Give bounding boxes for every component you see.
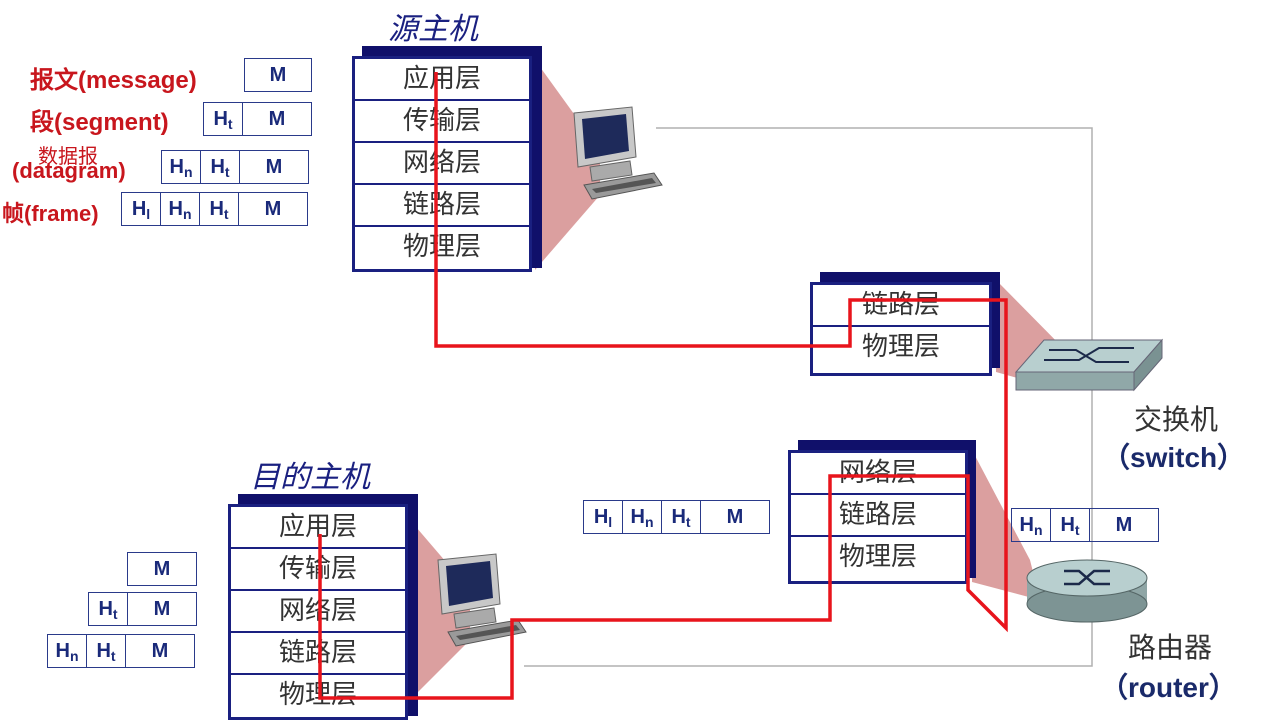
payload-m: M bbox=[127, 592, 197, 626]
packet-frame: Hl Hn Ht M bbox=[122, 192, 308, 226]
header-hn: Hn bbox=[160, 192, 200, 226]
packet-router-datagram: Hn Ht M bbox=[1012, 508, 1159, 542]
payload-m: M bbox=[242, 102, 312, 136]
segment-label: 段(segment) bbox=[30, 102, 169, 137]
header-hl: Hl bbox=[583, 500, 623, 534]
payload-m: M bbox=[125, 634, 195, 668]
header-ht: Ht bbox=[661, 500, 701, 534]
packet-dest-datagram: Hn Ht M bbox=[48, 634, 195, 668]
payload-m: M bbox=[127, 552, 197, 586]
payload-m: M bbox=[238, 192, 308, 226]
packet-dest-segment: Ht M bbox=[89, 592, 197, 626]
payload-m: M bbox=[1089, 508, 1159, 542]
header-ht: Ht bbox=[203, 102, 243, 136]
header-hn: Hn bbox=[47, 634, 87, 668]
packet-dest-message: M bbox=[128, 552, 197, 586]
message-label: 报文(message) bbox=[30, 60, 197, 95]
packet-router-frame: Hl Hn Ht M bbox=[584, 500, 770, 534]
router-label-en: （router） bbox=[1100, 666, 1237, 706]
header-hn: Hn bbox=[161, 150, 201, 184]
header-hl: Hl bbox=[121, 192, 161, 226]
packet-message: M bbox=[245, 58, 312, 92]
switch-label-en: （switch） bbox=[1102, 436, 1245, 476]
packet-datagram: Hn Ht M bbox=[162, 150, 309, 184]
header-hn: Hn bbox=[1011, 508, 1051, 542]
header-ht: Ht bbox=[88, 592, 128, 626]
payload-m: M bbox=[239, 150, 309, 184]
header-ht: Ht bbox=[200, 150, 240, 184]
packet-segment: Ht M bbox=[204, 102, 312, 136]
frame-label: 帧(frame) bbox=[2, 196, 99, 228]
datagram-en-label: (datagram) bbox=[12, 158, 126, 184]
router-label: 路由器 bbox=[1128, 626, 1212, 666]
header-hn: Hn bbox=[622, 500, 662, 534]
payload-m: M bbox=[244, 58, 312, 92]
header-ht: Ht bbox=[199, 192, 239, 226]
header-ht: Ht bbox=[1050, 508, 1090, 542]
header-ht: Ht bbox=[86, 634, 126, 668]
switch-label: 交换机 bbox=[1134, 398, 1218, 438]
payload-m: M bbox=[700, 500, 770, 534]
